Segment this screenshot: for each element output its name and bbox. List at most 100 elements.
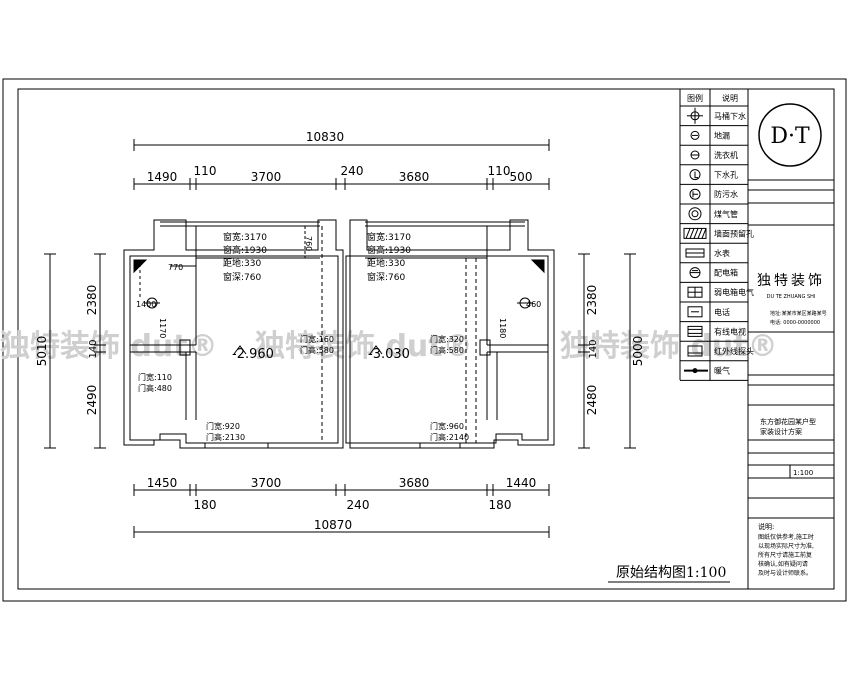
svg-text:180: 180: [194, 498, 217, 512]
svg-text:窗深:760: 窗深:760: [223, 271, 261, 283]
tv-socket-icon: [687, 325, 703, 337]
svg-text:2380: 2380: [85, 285, 99, 316]
gas-pipe-icon: [688, 207, 702, 221]
legend-row: 有线电视: [680, 325, 748, 342]
svg-text:5010: 5010: [35, 336, 49, 367]
room-annotations: 窗宽:3170 窗高:1930 距地:330 窗深:760 窗宽:3170 窗高…: [136, 231, 541, 442]
left-floor-level: -2.960: [232, 347, 274, 362]
legend-row: 配电箱: [680, 267, 748, 283]
legend-label: 电话: [714, 307, 730, 317]
phone-icon: [687, 306, 703, 318]
svg-text:独特装饰 dut®: 独特装饰 dut®: [255, 329, 473, 364]
drawing-title: 原始结构图1:100: [616, 565, 726, 581]
svg-text:3680: 3680: [399, 476, 430, 490]
drain-crosshair-icon: [687, 107, 703, 124]
right-floor-level: -3.030: [368, 347, 410, 362]
svg-text:门宽:960: 门宽:960: [430, 421, 464, 431]
pipe-circle-icon: [690, 130, 700, 140]
svg-text:1490: 1490: [147, 170, 178, 184]
svg-text:门宽:110: 门宽:110: [138, 372, 172, 382]
legend-label: 水表: [714, 248, 730, 258]
legend-row: 煤气管: [680, 207, 748, 225]
dimension-values: 10830 1490 110 3700 240 3680 110 500 145…: [35, 130, 645, 532]
legend-row: 暖气: [680, 366, 748, 381]
svg-text:窗深:760: 窗深:760: [367, 271, 405, 283]
legend-label: 红外线探头: [714, 346, 754, 356]
legend-row: 下水孔: [680, 169, 748, 185]
svg-text:门宽:320: 门宽:320: [430, 334, 464, 344]
legend-label: 地漏: [714, 130, 730, 140]
note-title: 说明:: [758, 522, 774, 531]
ventilation-hatch-icon: [683, 227, 707, 239]
svg-text:760: 760: [304, 236, 313, 251]
svg-text:1170: 1170: [158, 318, 167, 338]
legend-label: 马桶下水: [714, 111, 746, 121]
svg-text:距地:330: 距地:330: [367, 257, 405, 269]
svg-text:门高:580: 门高:580: [300, 345, 334, 355]
svg-text:10830: 10830: [306, 130, 344, 144]
svg-text:1180: 1180: [498, 318, 507, 338]
dimension-lines: [44, 139, 636, 538]
logo-circle: [758, 103, 822, 167]
svg-text:所有尺寸请施工前复: 所有尺寸请施工前复: [758, 551, 812, 559]
title-block: [748, 103, 834, 519]
floor-drain-icon: [689, 169, 701, 181]
watermark: 独特装饰 dut® 独特装饰 dut® 独特装饰 dut®: [0, 329, 778, 364]
legend-row: 墙面预留孔: [680, 227, 754, 244]
company-name: 独特装饰: [757, 273, 825, 289]
svg-text:窗宽:3170: 窗宽:3170: [367, 231, 411, 243]
legend-label: 配电箱: [714, 268, 738, 278]
legend-label: 下水孔: [714, 170, 738, 180]
legend-label: 弱电箱电气: [714, 287, 754, 297]
floor-plan: [123, 219, 555, 449]
svg-text:110: 110: [488, 164, 511, 178]
svg-text:770: 770: [168, 263, 183, 272]
water-meter-icon: [685, 248, 705, 258]
legend-label: 墙面预留孔: [714, 228, 754, 238]
svg-text:说明: 说明: [722, 93, 738, 103]
svg-text:3700: 3700: [251, 170, 282, 184]
svg-text:独特装饰 dut®: 独特装饰 dut®: [560, 329, 778, 364]
svg-text:门宽:160: 门宽:160: [300, 334, 334, 344]
inner-frame: [17, 88, 835, 590]
svg-text:图例: 图例: [687, 93, 703, 103]
svg-text:180: 180: [489, 498, 512, 512]
svg-text:图纸仅供参考,施工时: 图纸仅供参考,施工时: [758, 533, 814, 541]
legend-row: 水表: [680, 248, 748, 264]
svg-text:门高:2130: 门高:2130: [206, 432, 245, 442]
svg-text:240: 240: [347, 498, 370, 512]
legend-label: 煤气管: [714, 209, 738, 219]
svg-text:1440: 1440: [506, 476, 537, 490]
legend-row: 洗衣机: [680, 150, 748, 166]
svg-text:240: 240: [341, 164, 364, 178]
legend-row: 马桶下水: [680, 107, 748, 127]
svg-text:10870: 10870: [314, 518, 352, 532]
svg-text:500: 500: [510, 170, 533, 184]
legend-label: 防污水: [714, 189, 738, 199]
svg-text:140: 140: [88, 339, 99, 358]
svg-text:窗高:1930: 窗高:1930: [367, 244, 411, 256]
company-logo: D·T: [770, 124, 810, 149]
svg-text:窗高:1930: 窗高:1930: [223, 244, 267, 256]
svg-text:110: 110: [194, 164, 217, 178]
gas-line-icon: [684, 368, 708, 374]
company-phone: 电话: 0000-0000000: [770, 319, 820, 326]
svg-text:3680: 3680: [399, 170, 430, 184]
legend-label: 有线电视: [714, 326, 746, 336]
svg-text:门高:2140: 门高:2140: [430, 432, 469, 442]
scale-value: 1:100: [793, 469, 813, 477]
svg-text:5000: 5000: [631, 336, 645, 367]
svg-text:140: 140: [588, 339, 599, 358]
legend-row: 弱电箱电气: [680, 286, 754, 303]
legend-row: 防污水: [680, 188, 748, 205]
outer-frame: [2, 78, 847, 602]
company-address: 地址:某某市某区某路某号: [770, 310, 827, 317]
svg-text:门高:480: 门高:480: [138, 383, 172, 393]
sewer-pipe-icon: [689, 188, 701, 200]
svg-text:2480: 2480: [585, 385, 599, 416]
legend-row: 红外线探头: [680, 345, 754, 362]
legend-label: 洗衣机: [714, 150, 738, 160]
network-socket-icon: [687, 345, 703, 357]
legend-row: 地漏: [680, 130, 748, 146]
